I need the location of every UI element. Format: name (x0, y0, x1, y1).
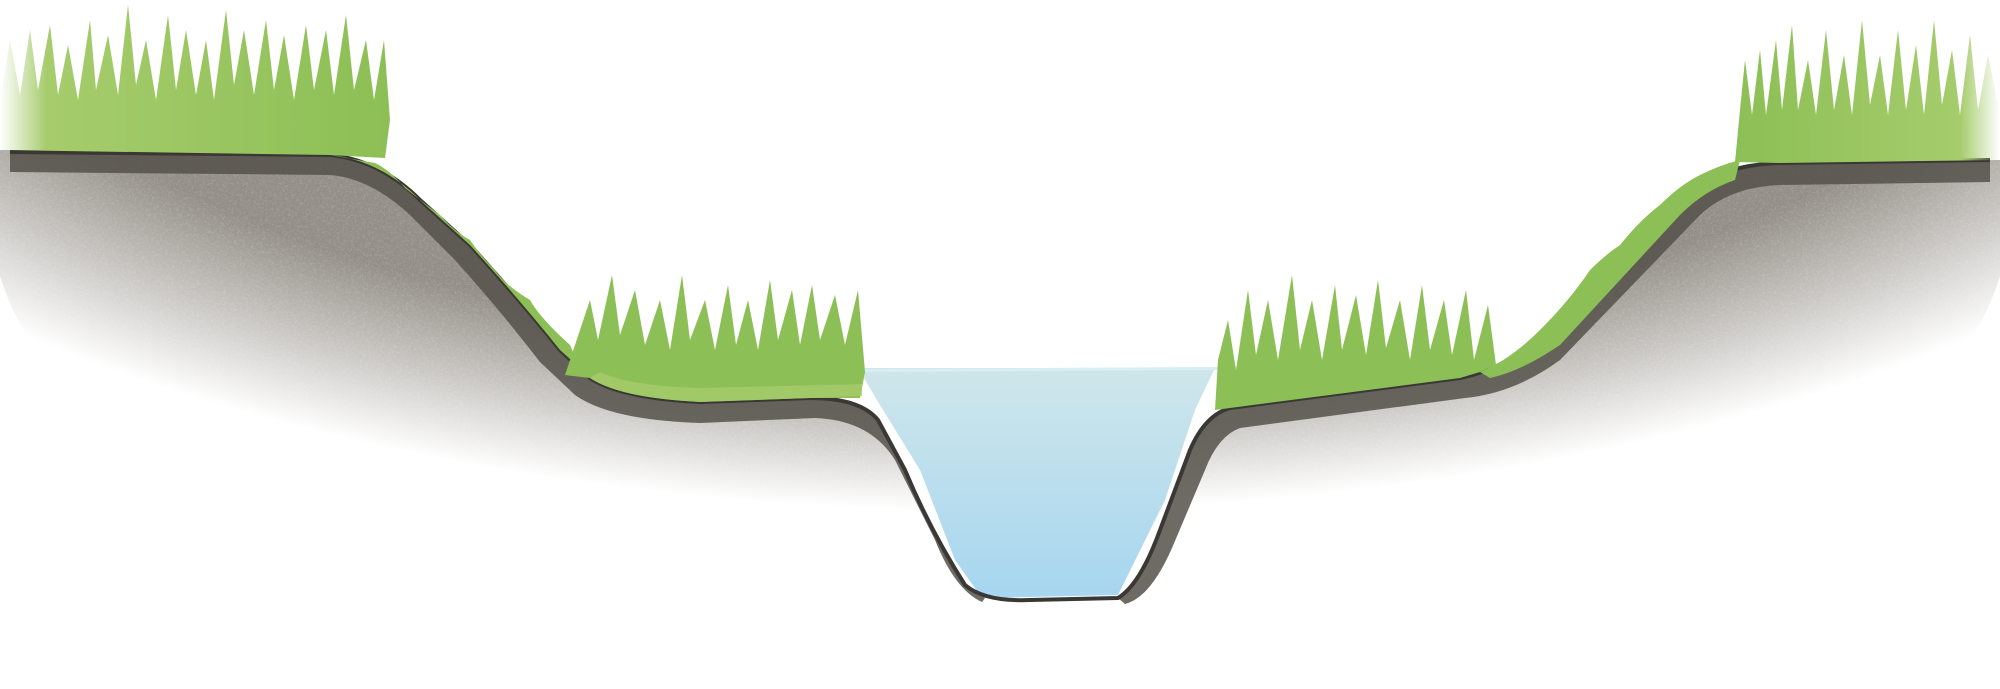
grass-right-floodplain-bench (1215, 275, 1496, 410)
grass-upper-left-bank (0, 5, 580, 368)
grass-upper-right-bank (1480, 20, 2000, 378)
grass-left-floodplain-bench (565, 275, 865, 402)
